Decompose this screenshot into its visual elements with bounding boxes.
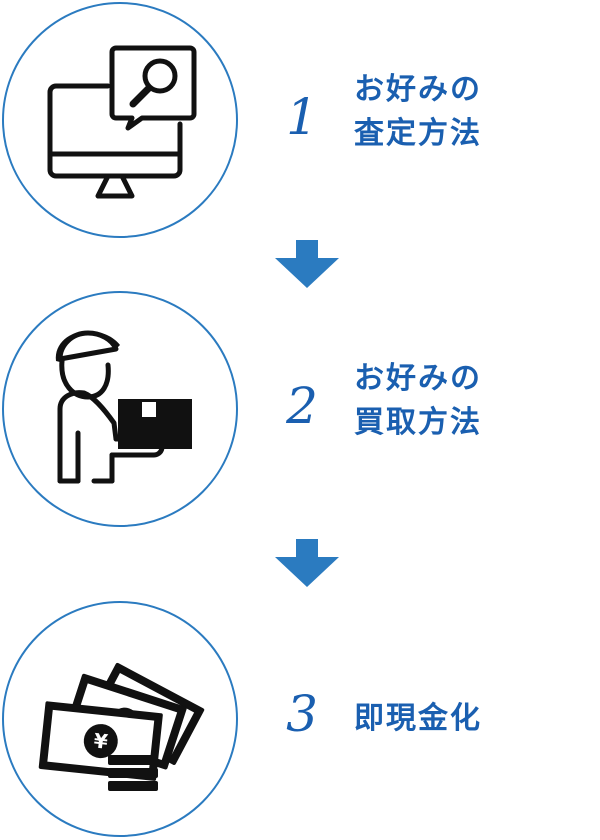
step-label-line-2: 査定方法: [354, 116, 482, 151]
step-1-circle: [2, 2, 238, 238]
monitor-search-icon: [47, 45, 197, 199]
svg-text:¥: ¥: [93, 728, 109, 753]
down-arrow-icon: [275, 539, 339, 587]
step-label-line-2: 買取方法: [354, 405, 482, 440]
step-3-circle: ¥: [2, 601, 238, 837]
step-3: ¥ 3 即現金化: [0, 599, 600, 839]
step-number: 1: [286, 88, 318, 146]
step-label: お好みの 買取方法: [354, 357, 482, 445]
cash-yen-icon: ¥: [38, 662, 205, 791]
step-1: 1 お好みの 査定方法: [0, 0, 600, 240]
step-2-circle: [2, 291, 238, 527]
step-label-line-1: お好みの: [354, 361, 482, 396]
step-label-line-1: 即現金化: [354, 701, 482, 736]
step-label: お好みの 査定方法: [354, 68, 482, 156]
step-label: 即現金化: [354, 697, 482, 741]
down-arrow-icon: [275, 240, 339, 288]
step-number: 3: [286, 685, 318, 743]
step-number: 2: [286, 377, 318, 435]
delivery-person-icon: [55, 330, 192, 484]
step-2: 2 お好みの 買取方法: [0, 289, 600, 529]
step-label-line-1: お好みの: [354, 72, 482, 107]
